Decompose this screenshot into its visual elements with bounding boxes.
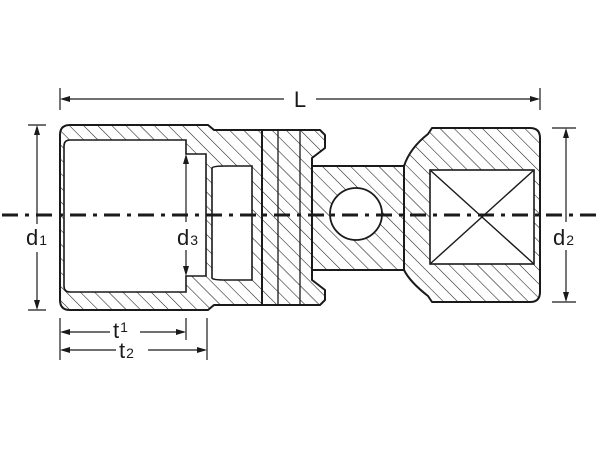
label-t2: t2 <box>119 338 134 363</box>
label-d1: d1 <box>26 225 47 250</box>
drive-end-section <box>403 127 541 303</box>
label-d2: d2 <box>553 225 574 250</box>
dimension-L: L <box>59 87 541 112</box>
dimension-t1: t1 <box>59 318 187 360</box>
label-d3: d3 <box>177 225 198 250</box>
dimension-t2: t2 <box>60 318 208 363</box>
joint-center-block <box>311 165 405 271</box>
dimension-d1: d1 <box>26 124 47 311</box>
label-t1: t1 <box>113 318 128 343</box>
dimension-d2: d2 <box>552 127 576 303</box>
dimension-d3: d3 <box>177 154 198 276</box>
socket-body-section <box>59 124 263 311</box>
label-L: L <box>294 87 306 112</box>
